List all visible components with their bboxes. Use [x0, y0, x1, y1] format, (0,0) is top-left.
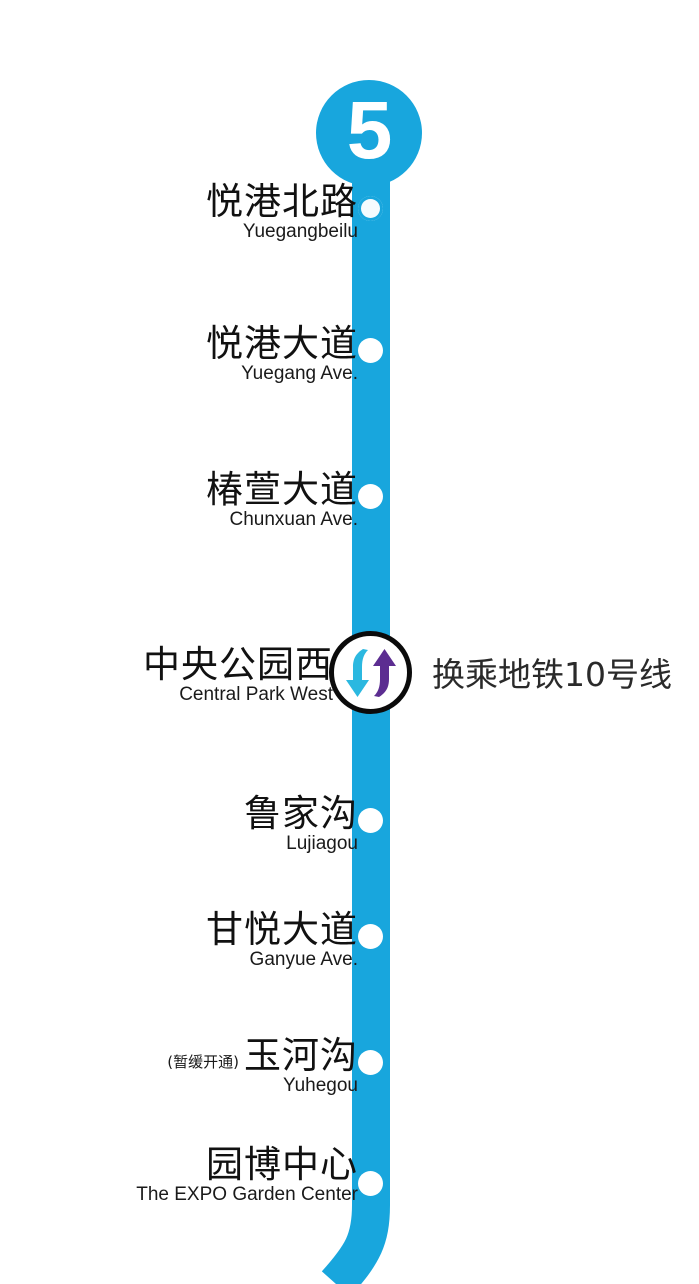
station-name-row: 甘悦大道	[206, 910, 358, 949]
station-name-cn: 甘悦大道	[206, 908, 358, 951]
station-name-row: 悦港大道	[206, 324, 358, 363]
station-dot-expo-garden-center[interactable]	[358, 1171, 383, 1196]
station-dot-lujiagou[interactable]	[358, 808, 383, 833]
station-name-en: Chunxuan Ave.	[229, 509, 358, 531]
station-name-row: 园博中心	[136, 1145, 358, 1184]
station-name-cn: 椿萱大道	[206, 468, 358, 511]
station-name-cn: 中央公园西	[143, 643, 333, 686]
station-dot-yuegangbeilu[interactable]	[358, 196, 383, 221]
station-name-en: Yuegangbeilu	[242, 221, 358, 243]
station-name-row: 悦港北路	[206, 182, 358, 221]
station-dot-yuegang-ave[interactable]	[358, 338, 383, 363]
station-name-en: Yuegang Ave.	[241, 363, 358, 385]
station-dot-chunxuan-ave[interactable]	[358, 484, 383, 509]
station-name-en: Lujiagou	[286, 833, 358, 855]
station-name-row: 椿萱大道	[206, 470, 358, 509]
station-expo-garden-center[interactable]: 园博中心 The EXPO Garden Center	[136, 1145, 358, 1206]
station-name-row: 中央公园西	[143, 645, 333, 684]
station-yuegang-ave[interactable]: 悦港大道 Yuegang Ave.	[206, 324, 358, 385]
station-name-row: (暂缓开通) 玉河沟	[167, 1036, 358, 1075]
station-central-park-west[interactable]: 中央公园西 Central Park West	[143, 645, 333, 706]
station-name-en: The EXPO Garden Center	[136, 1184, 358, 1206]
interchange-marker-central-park-west[interactable]	[329, 631, 412, 714]
station-ganyue-ave[interactable]: 甘悦大道 Ganyue Ave.	[206, 910, 358, 971]
station-dot-yuhegou[interactable]	[358, 1050, 383, 1075]
line-number-label: 5	[346, 85, 393, 176]
station-name-en: Yuhegou	[282, 1075, 358, 1097]
station-name-cn: 悦港大道	[206, 322, 358, 365]
station-name-cn: 玉河沟	[244, 1034, 358, 1077]
station-name-row: 鲁家沟	[244, 794, 358, 833]
station-dot-ganyue-ave[interactable]	[358, 924, 383, 949]
transfer-note-line-10: 换乘地铁10号线	[432, 655, 672, 694]
line-number-badge: 5	[316, 80, 422, 186]
station-status-note: (暂缓开通)	[167, 1053, 239, 1071]
station-chunxuan-ave[interactable]: 椿萱大道 Chunxuan Ave.	[206, 470, 358, 531]
station-yuhegou[interactable]: (暂缓开通) 玉河沟 Yuhegou	[167, 1036, 358, 1097]
station-name-cn: 鲁家沟	[244, 792, 358, 835]
station-name-en: Central Park West	[179, 684, 333, 706]
station-name-cn: 悦港北路	[206, 180, 358, 223]
station-lujiagou[interactable]: 鲁家沟 Lujiagou	[244, 794, 358, 855]
station-yuegangbeilu[interactable]: 悦港北路 Yuegangbeilu	[206, 182, 358, 243]
station-name-cn: 园博中心	[206, 1143, 358, 1186]
transfer-arrows-icon	[345, 648, 396, 697]
station-name-en: Ganyue Ave.	[249, 949, 358, 971]
